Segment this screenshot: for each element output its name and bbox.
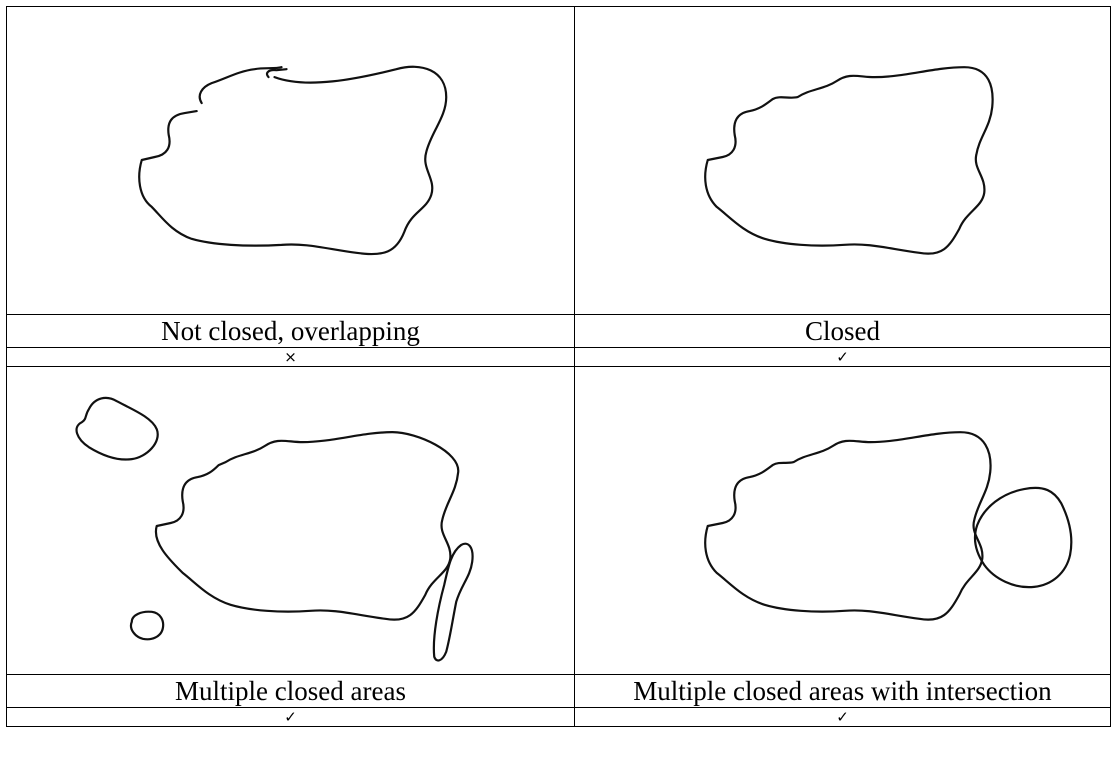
large-blob bbox=[704, 431, 992, 621]
check-mark-icon: ✓ bbox=[574, 347, 1111, 367]
intersecting-circle bbox=[974, 486, 1073, 589]
open-outline bbox=[138, 65, 448, 256]
closed-outline bbox=[704, 66, 994, 255]
verdict-row: × ✓ bbox=[6, 347, 1111, 367]
caption-closed: Closed bbox=[574, 314, 1111, 348]
cross-mark-icon: × bbox=[6, 347, 575, 367]
caption-multiple: Multiple closed areas bbox=[6, 674, 575, 708]
illustration-row bbox=[6, 366, 1111, 675]
caption-not-closed: Not closed, overlapping bbox=[6, 314, 575, 348]
examples-table: Not closed, overlapping Closed × ✓ Multi… bbox=[6, 6, 1111, 727]
illustration-cell-not-closed bbox=[6, 6, 575, 315]
caption-row: Multiple closed areas Multiple closed ar… bbox=[6, 674, 1111, 708]
check-mark-icon: ✓ bbox=[574, 707, 1111, 727]
large-blob bbox=[154, 431, 460, 621]
small-blob-bottom-left bbox=[129, 610, 165, 641]
caption-row: Not closed, overlapping Closed bbox=[6, 314, 1111, 348]
verdict-row: ✓ ✓ bbox=[6, 707, 1111, 727]
not-closed-overlapping-shape bbox=[138, 65, 448, 256]
illustration-cell-closed bbox=[574, 6, 1111, 315]
illustration-cell-intersection bbox=[574, 366, 1111, 675]
closed-shape bbox=[704, 66, 994, 255]
overlapping-tail bbox=[265, 68, 288, 79]
caption-intersection: Multiple closed areas with intersection bbox=[574, 674, 1111, 708]
check-mark-icon: ✓ bbox=[6, 707, 575, 727]
multiple-closed-areas-shape bbox=[75, 396, 474, 662]
illustration-cell-multiple bbox=[6, 366, 575, 675]
elongated-blob-bottom-right bbox=[432, 542, 474, 662]
illustration-row bbox=[6, 6, 1111, 315]
small-blob-top-left bbox=[75, 396, 159, 461]
overlapping-stroke bbox=[198, 66, 283, 105]
intersecting-closed-areas-shape bbox=[704, 431, 1073, 621]
